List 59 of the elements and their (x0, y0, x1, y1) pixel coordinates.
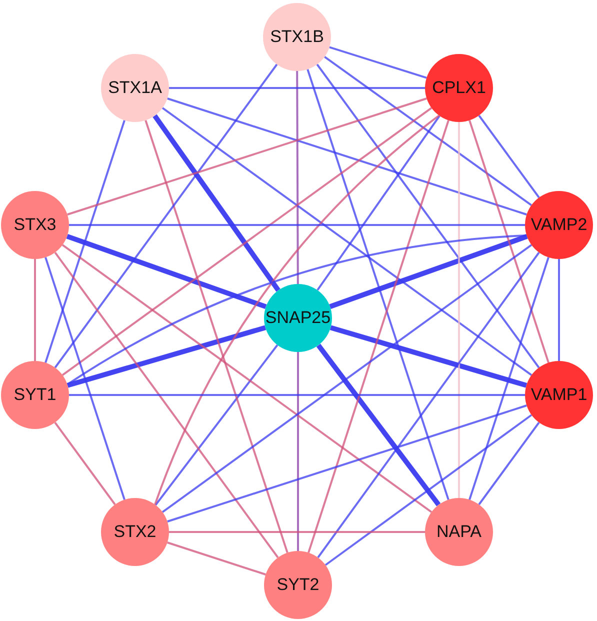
interaction-line (316, 64, 540, 368)
interaction-line (154, 344, 278, 506)
interaction-line (152, 114, 280, 292)
interaction-line (67, 98, 427, 216)
interaction-line (44, 257, 126, 500)
interaction-line (317, 252, 540, 558)
node-label: VAMP1 (530, 385, 588, 405)
interaction-line (458, 122, 460, 498)
interaction-line (169, 531, 425, 533)
node-label: NAPA (436, 522, 482, 542)
node-label: STX1B (270, 27, 324, 47)
interaction-line (66, 234, 267, 310)
interaction-line (330, 325, 528, 388)
interaction-line (306, 68, 450, 500)
interaction-line (166, 542, 266, 576)
interaction-line (44, 120, 126, 363)
interaction-line (558, 259, 560, 361)
interaction-line (169, 87, 425, 89)
interaction-line (54, 252, 279, 558)
interaction-line (54, 64, 278, 368)
interaction-line (34, 259, 36, 361)
interaction-line (329, 46, 427, 79)
node-label: CPLX1 (432, 78, 486, 98)
protein-node (525, 361, 593, 429)
interaction-line (297, 352, 299, 551)
interaction-line (478, 422, 540, 506)
interaction-line (308, 120, 450, 553)
node-label: SYT1 (14, 385, 56, 405)
interaction-line (154, 114, 440, 505)
protein-node (1, 361, 69, 429)
interaction-line (324, 414, 532, 566)
interaction-line (66, 325, 266, 388)
interaction-line (324, 56, 532, 206)
interaction-line (66, 234, 527, 386)
interaction-line (296, 71, 299, 284)
interaction-line (468, 120, 550, 363)
protein-node (264, 284, 332, 352)
interaction-line (316, 344, 441, 506)
interaction-line (69, 394, 525, 396)
interaction-line (62, 107, 432, 376)
interaction-line (62, 244, 432, 513)
node-label: VAMP2 (530, 215, 588, 235)
node-label: SNAP25 (265, 308, 331, 328)
protein-node (525, 191, 593, 259)
interaction-line (478, 114, 540, 198)
interaction-line (54, 422, 116, 506)
interaction-line (167, 404, 527, 522)
interaction-line (69, 224, 525, 226)
interaction-line (162, 244, 532, 513)
interaction-line (468, 257, 550, 500)
interaction-line (316, 115, 440, 291)
interaction-line (144, 120, 288, 554)
node-label: SYT2 (276, 575, 320, 595)
interaction-line (167, 98, 527, 216)
interaction-line (329, 234, 528, 309)
node-label: STX1A (108, 78, 162, 98)
node-label: STX2 (114, 522, 156, 542)
node-label: STX3 (14, 215, 56, 235)
interaction-line (162, 107, 532, 376)
